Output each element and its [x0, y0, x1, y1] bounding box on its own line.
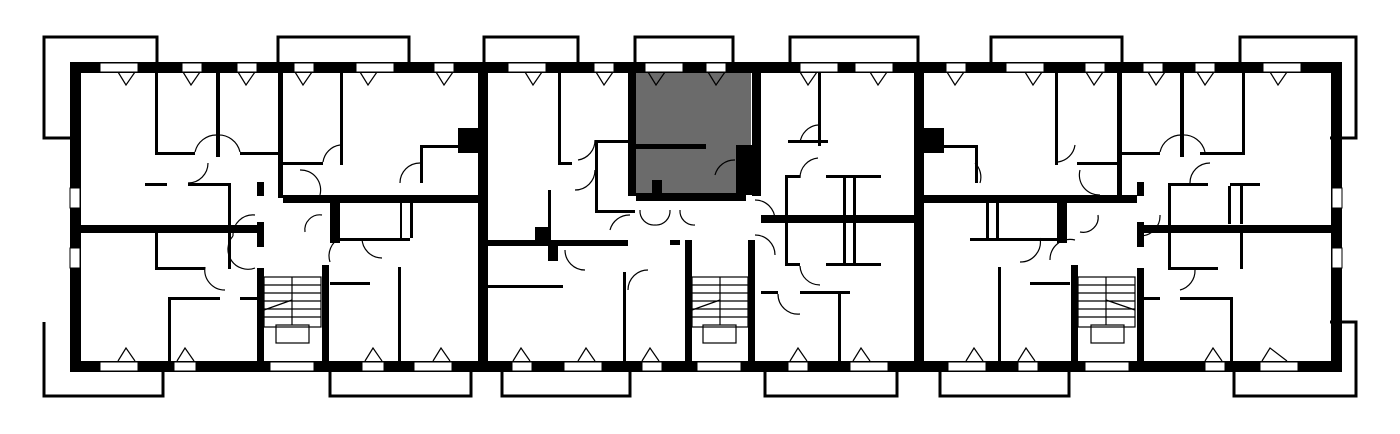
- balconies: [42, 35, 1358, 398]
- highlighted-apartment[interactable]: [636, 70, 751, 195]
- windows-bottom: [69, 187, 1343, 372]
- windows-top: [99, 62, 1302, 73]
- stairwell-middle: [691, 276, 749, 344]
- interior-walls-right: [924, 73, 1331, 361]
- stairwell-left: [263, 276, 322, 344]
- stairwell-right: [1077, 276, 1136, 344]
- door-swings: [117, 71, 1288, 362]
- interior-walls-middle: [488, 73, 914, 361]
- interior-walls-left: [81, 73, 478, 361]
